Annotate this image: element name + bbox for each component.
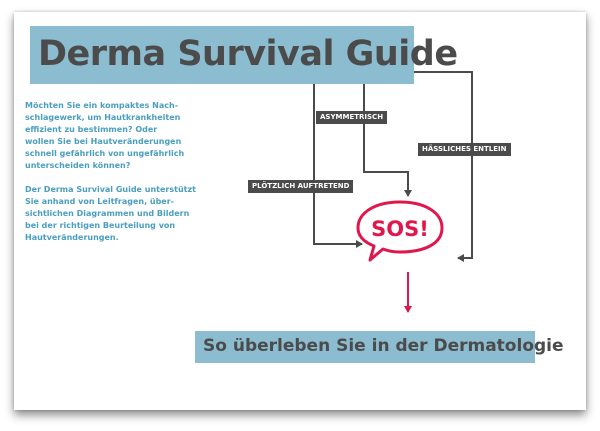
flow-line-ugly-duckling: [414, 71, 473, 262]
intro-line: bei der richtigen Beurteilung von: [25, 221, 176, 230]
intro-line: schnell gefährlich von ungefährlich: [25, 149, 185, 158]
page-title: Derma Survival Guide: [38, 34, 458, 74]
intro-line: wollen Sie bei Hautveränderungen: [25, 137, 182, 146]
flow-line-asymmetric: [363, 84, 412, 197]
tag-asymmetric: ASYMMETRISCH: [316, 111, 388, 124]
intro-line: sichtlichen Diagrammen und Bildern: [25, 209, 190, 218]
intro-line: schlagewerk, um Hautkrankheiten: [25, 113, 181, 122]
flow-line-sudden: [313, 84, 363, 248]
intro-line: Hautveränderungen.: [25, 233, 119, 242]
intro-line: Sie anhand von Leitfragen, über-: [25, 197, 174, 206]
subtitle: So überleben Sie in der Dermatologie: [203, 336, 564, 356]
intro-paragraph-1: Möchten Sie ein kompaktes Nach- schlagew…: [25, 100, 210, 172]
sos-text: SOS!: [371, 217, 429, 241]
tag-ugly-duckling: HÄSSLICHES ENTLEIN: [418, 143, 511, 156]
title-banner: Derma Survival Guide: [30, 26, 458, 84]
intro-text: Möchten Sie ein kompaktes Nach- schlagew…: [25, 100, 210, 256]
intro-line: effizient zu bestimmen? Oder: [25, 125, 158, 134]
intro-paragraph-2: Der Derma Survival Guide unterstützt Sie…: [25, 184, 210, 244]
speech-bubble-icon: [356, 200, 444, 262]
tag-sudden: PLÖTZLICH AUFTRETEND: [248, 180, 354, 193]
intro-line: Möchten Sie ein kompaktes Nach-: [25, 101, 179, 110]
intro-line: unterscheiden können?: [25, 161, 131, 170]
intro-line: Der Derma Survival Guide unterstützt: [25, 185, 196, 194]
subtitle-banner: So überleben Sie in der Dermatologie: [195, 331, 564, 363]
sos-speech-bubble: SOS!: [352, 198, 448, 264]
